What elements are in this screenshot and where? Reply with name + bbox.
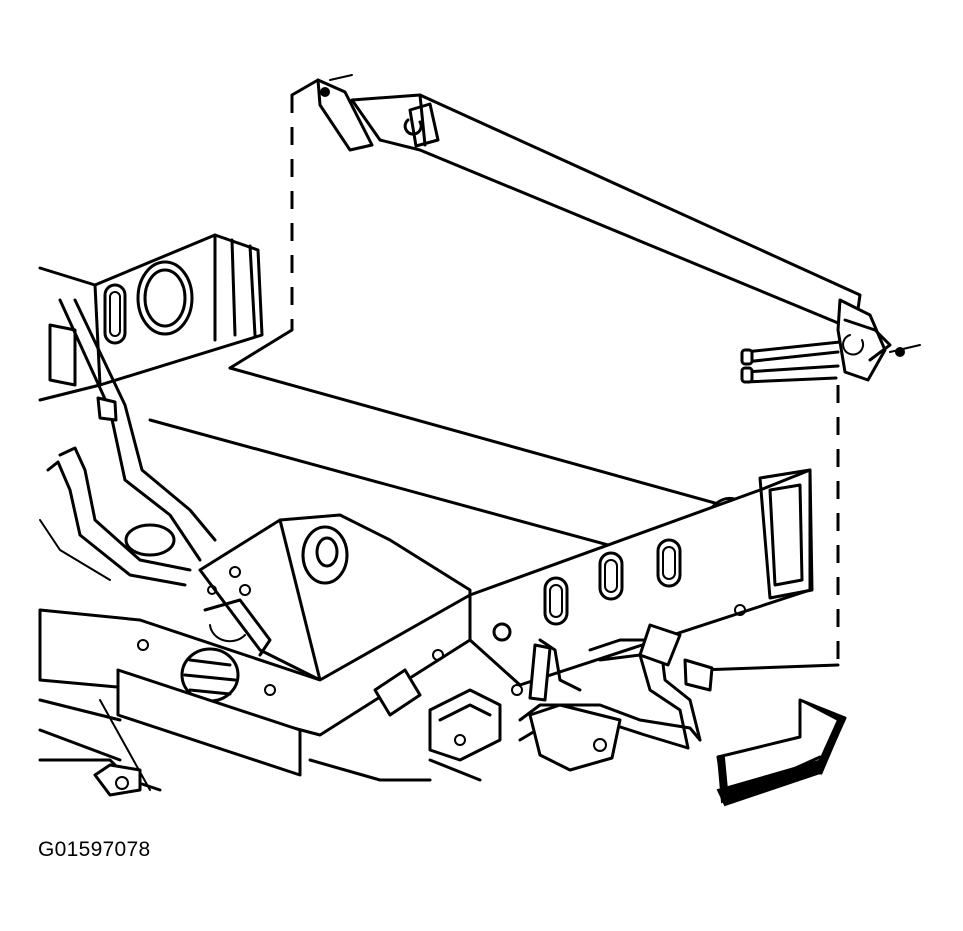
right-wiring-harness	[518, 623, 714, 772]
figure-code: G01597078	[38, 838, 151, 861]
lower-brace	[308, 684, 523, 782]
left-wiring-harness	[39, 446, 192, 587]
lower-left-structure	[38, 699, 162, 797]
arrow-forward-icon	[716, 698, 847, 807]
left-frame-rail	[38, 233, 264, 562]
exploded-view-outline	[228, 74, 921, 672]
main-frame-rail	[38, 468, 814, 777]
oil-cooler	[316, 78, 905, 384]
